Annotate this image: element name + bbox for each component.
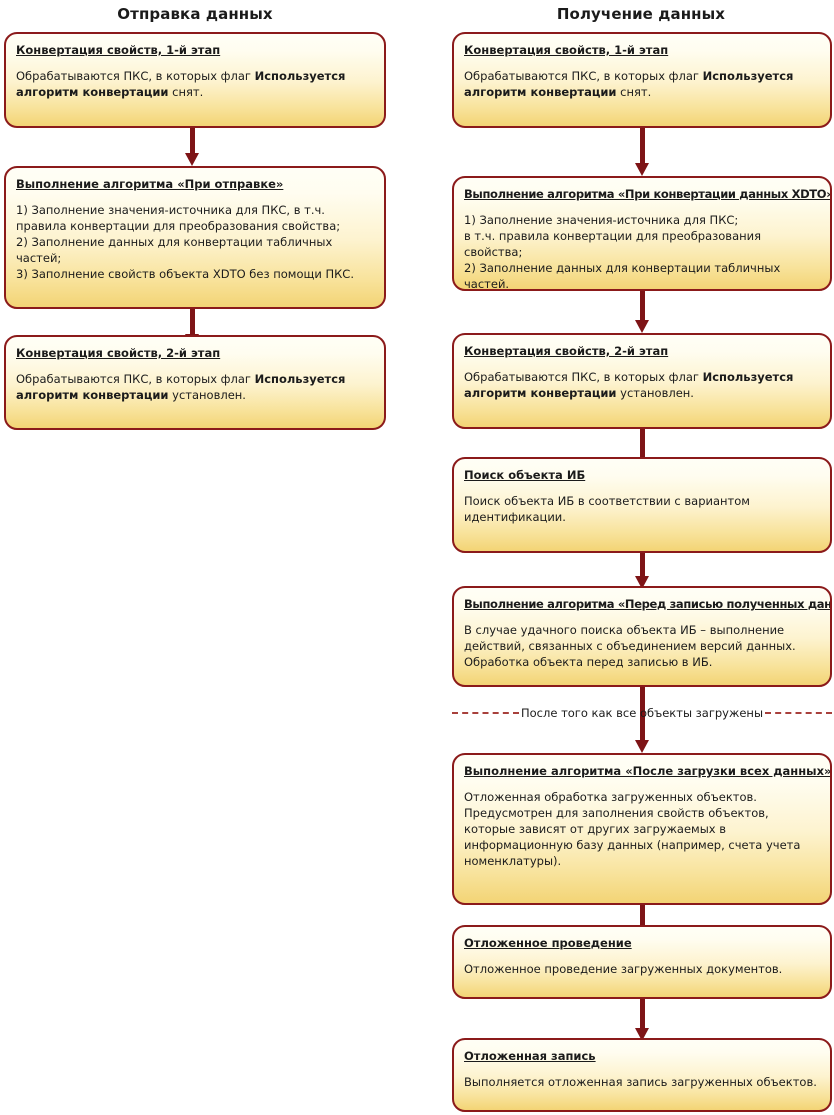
node-right-1: Конвертация свойств, 1-й этап Обрабатыва…: [452, 32, 832, 128]
node-right-8: Отложенная запись Выполняется отложенная…: [452, 1038, 832, 1112]
node-left-1-body: Обрабатываются ПКС, в которых флаг Испол…: [16, 69, 346, 99]
node-left-3-title: Конвертация свойств, 2-й этап: [16, 346, 221, 360]
separator-label: После того как все объекты загружены: [520, 706, 764, 720]
node-right-8-body: Выполняется отложенная запись загруженны…: [464, 1075, 817, 1089]
separator-after-all-objects-loaded: После того как все объекты загружены: [452, 706, 833, 720]
node-right-7-body: Отложенное проведение загруженных докуме…: [464, 962, 783, 976]
arrow-left-1-to-2: [185, 128, 199, 166]
separator-dash-left: [452, 712, 519, 714]
node-right-6: Выполнение алгоритма «После загрузки все…: [452, 753, 832, 905]
node-right-4-title: Поиск объекта ИБ: [464, 468, 586, 482]
arrow-right-1-to-2: [635, 128, 649, 176]
node-left-1: Конвертация свойств, 1-й этап Обрабатыва…: [4, 32, 386, 128]
node-left-2-title: Выполнение алгоритма «При отправке»: [16, 177, 284, 191]
arrow-right-5-shaft: [640, 687, 645, 721]
arrow-right-5-to-6: [635, 721, 649, 753]
node-right-5-body: В случае удачного поиска объекта ИБ – вы…: [464, 623, 796, 669]
node-right-1-body: Обрабатываются ПКС, в которых флаг Испол…: [464, 69, 794, 99]
node-right-5-title: Выполнение алгоритма «Перед записью полу…: [464, 597, 832, 611]
node-right-7: Отложенное проведение Отложенное проведе…: [452, 925, 832, 999]
arrow-right-4-to-5: [635, 553, 649, 589]
node-right-1-title: Конвертация свойств, 1-й этап: [464, 43, 669, 57]
column-title-receiving: Получение данных: [556, 5, 726, 23]
node-right-6-body: Отложенная обработка загруженных объекто…: [464, 790, 801, 868]
column-title-sending: Отправка данных: [117, 5, 273, 23]
node-right-4: Поиск объекта ИБ Поиск объекта ИБ в соот…: [452, 457, 832, 553]
node-right-3: Конвертация свойств, 2-й этап Обрабатыва…: [452, 333, 832, 429]
node-right-3-body: Обрабатываются ПКС, в которых флаг Испол…: [464, 370, 794, 400]
node-left-2: Выполнение алгоритма «При отправке» 1) З…: [4, 166, 386, 309]
column-receiving-data: Получение данных: [450, 0, 832, 26]
node-right-2: Выполнение алгоритма «При конвертации да…: [452, 176, 832, 291]
node-left-2-body: 1) Заполнение значения-источника для ПКС…: [16, 203, 354, 281]
node-left-3: Конвертация свойств, 2-й этап Обрабатыва…: [4, 335, 386, 430]
node-right-3-title: Конвертация свойств, 2-й этап: [464, 344, 669, 358]
node-left-1-title: Конвертация свойств, 1-й этап: [16, 43, 221, 57]
separator-dash-right: [765, 712, 833, 714]
node-right-8-title: Отложенная запись: [464, 1049, 596, 1063]
node-right-2-body: 1) Заполнение значения-источника для ПКС…: [464, 213, 781, 291]
arrow-right-2-to-3: [635, 291, 649, 333]
node-left-3-body: Обрабатываются ПКС, в которых флаг Испол…: [16, 372, 346, 402]
arrow-right-7-to-8: [635, 999, 649, 1041]
node-right-5: Выполнение алгоритма «Перед записью полу…: [452, 586, 832, 687]
column-sending-data: Отправка данных: [2, 0, 388, 26]
node-right-2-title: Выполнение алгоритма «При конвертации да…: [464, 187, 832, 201]
node-right-6-title: Выполнение алгоритма «После загрузки все…: [464, 764, 832, 778]
node-right-7-title: Отложенное проведение: [464, 936, 632, 950]
node-right-4-body: Поиск объекта ИБ в соответствии с вариан…: [464, 494, 750, 524]
